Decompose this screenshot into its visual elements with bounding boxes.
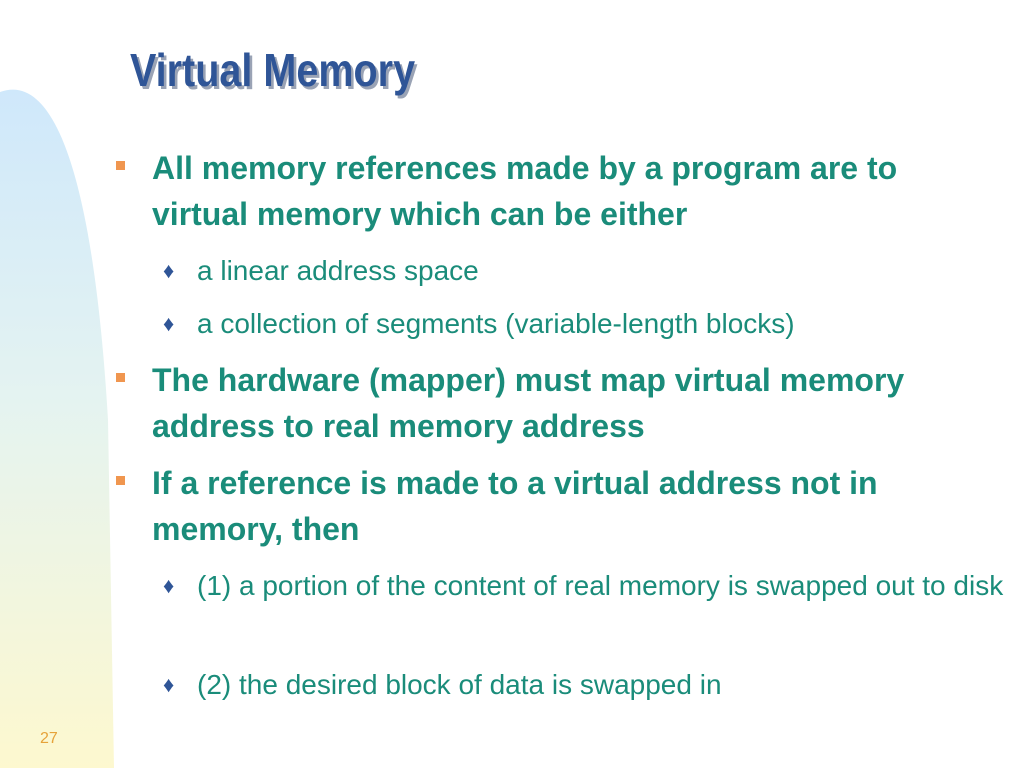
slide-title: Virtual Memory — [130, 44, 416, 96]
bullet-text: The hardware (mapper) must map virtual m… — [152, 362, 905, 444]
square-bullet-icon — [116, 373, 125, 382]
sub-bullet-text: (1) a portion of the content of real mem… — [197, 570, 1004, 601]
square-bullet-icon — [116, 476, 125, 485]
bullet-item: The hardware (mapper) must map virtual m… — [116, 357, 1002, 449]
bullet-item: If a reference is made to a virtual addr… — [116, 460, 1002, 552]
sub-bullet-item: ♦ (1) a portion of the content of real m… — [163, 564, 1007, 608]
sub-bullet-text: a linear address space — [197, 255, 479, 286]
slide-number: 27 — [40, 730, 58, 747]
bullet-item: All memory references made by a program … — [116, 145, 1002, 237]
square-bullet-icon — [116, 161, 125, 170]
diamond-bullet-icon: ♦ — [163, 258, 175, 283]
bullet-text: All memory references made by a program … — [152, 150, 898, 232]
diamond-bullet-icon: ♦ — [163, 311, 175, 336]
sub-bullet-text: (2) the desired block of data is swapped… — [197, 669, 722, 700]
diamond-bullet-icon: ♦ — [163, 573, 175, 598]
diamond-bullet-icon: ♦ — [163, 672, 175, 697]
bullet-text: If a reference is made to a virtual addr… — [152, 465, 878, 547]
sub-bullet-item: ♦ a linear address space — [163, 249, 1007, 293]
sub-bullet-item: ♦ (2) the desired block of data is swapp… — [163, 663, 1007, 707]
sub-bullet-item: ♦ a collection of segments (variable-len… — [163, 302, 1007, 346]
sub-bullet-text: a collection of segments (variable-lengt… — [197, 308, 795, 339]
